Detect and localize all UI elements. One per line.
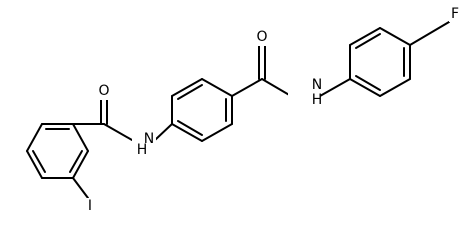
ring-c-bond-2 bbox=[349, 27, 381, 46]
ring-a-inner-bond-2 bbox=[69, 150, 83, 173]
amide-hydrogen-left-label: H bbox=[137, 142, 148, 158]
ring-b-bond-3 bbox=[201, 78, 233, 97]
ring-a-bond-2 bbox=[72, 123, 89, 152]
ring-c-bond-6 bbox=[349, 78, 381, 97]
iodine-label: I bbox=[88, 198, 92, 214]
molecule-structure: F O N H O N H I bbox=[26, 5, 461, 215]
ring-b-inner-bond-1 bbox=[177, 84, 203, 100]
amide-nitrogen-left-label: N bbox=[144, 131, 154, 147]
ring-b-bond-2 bbox=[171, 78, 203, 97]
right-carbonyl-to-nitrogen-bond bbox=[261, 78, 292, 97]
nitrogen-to-ring-c-bond bbox=[319, 78, 351, 97]
ring-a-bond-5 bbox=[26, 150, 43, 179]
fluorine-label-bg bbox=[449, 5, 461, 22]
ring-c-to-fluorine-bond bbox=[409, 21, 450, 46]
bond-layer bbox=[26, 21, 450, 199]
amide-nitrogen-right-label: N bbox=[312, 77, 322, 93]
carbonyl-oxygen-right-label: O bbox=[256, 29, 267, 45]
ring-a-inner-bond-3 bbox=[32, 150, 46, 173]
ring-a-to-iodine-bond bbox=[72, 177, 89, 199]
ring-a-bond-3 bbox=[72, 150, 89, 179]
ring-b-bond-6 bbox=[171, 123, 203, 142]
ring-c-inner-bond-1 bbox=[355, 33, 381, 49]
ring-c-bond-5 bbox=[379, 78, 411, 97]
ring-a-bond-6 bbox=[26, 123, 43, 152]
nitrogen-to-ring-b-bond bbox=[154, 123, 173, 141]
fluorine-label: F bbox=[451, 6, 459, 22]
o-right-label-bg bbox=[253, 28, 271, 46]
nh-right-label-bg bbox=[288, 76, 320, 104]
left-carbonyl-to-nitrogen-bond bbox=[103, 123, 133, 141]
iodine-label-bg bbox=[84, 198, 96, 215]
ring-c-inner-bond-3 bbox=[355, 75, 381, 91]
o-left-label-bg bbox=[95, 82, 113, 100]
ring-b-to-carbonyl-bond bbox=[231, 78, 263, 97]
amide-hydrogen-right-label: H bbox=[312, 92, 323, 108]
ring-b-inner-bond-3 bbox=[177, 120, 203, 136]
structure-canvas: F O N H O N H I bbox=[26, 5, 461, 215]
ring-c-bond-3 bbox=[379, 27, 411, 46]
carbonyl-oxygen-left-label: O bbox=[98, 83, 109, 99]
nh-left-label-bg bbox=[132, 128, 156, 158]
atom-label-layer: F O N H O N H I bbox=[84, 5, 461, 215]
ring-b-bond-5 bbox=[201, 123, 233, 142]
